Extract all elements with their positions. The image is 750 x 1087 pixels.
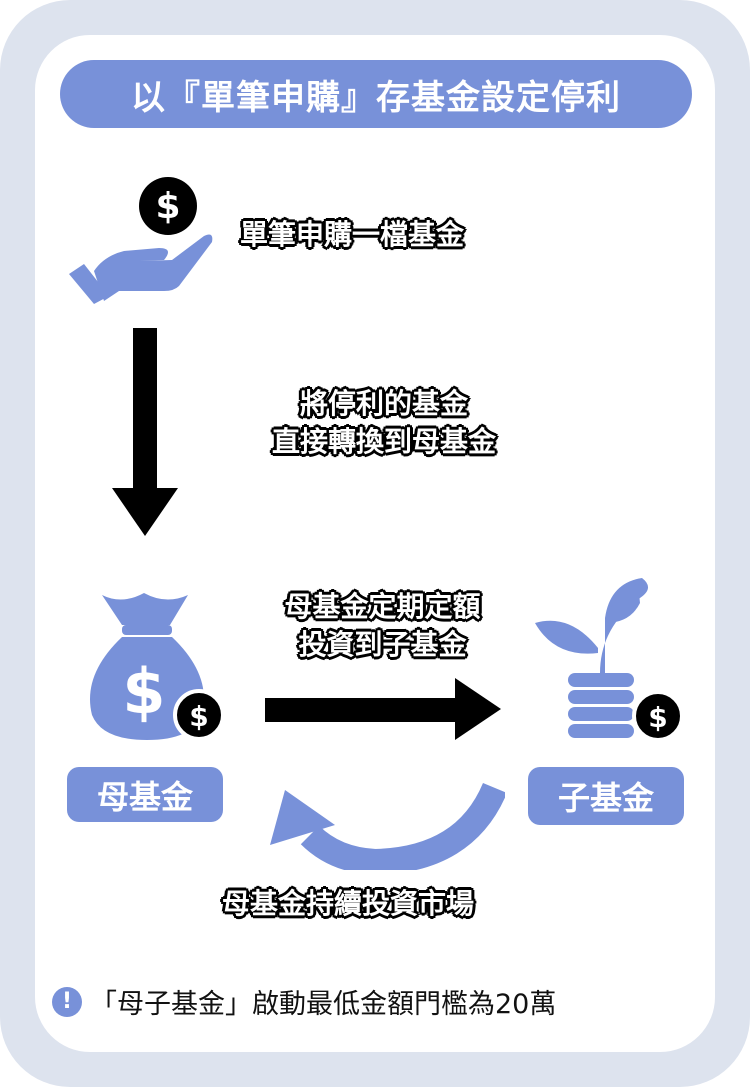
svg-text:$: $ bbox=[648, 701, 667, 734]
parent-fund-label: 母基金 bbox=[67, 767, 223, 822]
step2-text: 將停利的基金 直接轉換到母基金 bbox=[238, 385, 530, 461]
step3-line1: 母基金定期定額 bbox=[284, 590, 481, 623]
child-fund-label: 子基金 bbox=[528, 767, 684, 825]
note-text: 「母子基金」啟動最低金額門檻為20萬 bbox=[90, 989, 557, 1020]
step2-line2: 直接轉換到母基金 bbox=[271, 425, 496, 458]
svg-text:$: $ bbox=[122, 655, 165, 728]
step1-text: 單筆申購一檔基金 bbox=[240, 218, 465, 251]
money-bag-icon: $ $ bbox=[90, 593, 225, 741]
svg-text:$: $ bbox=[155, 186, 180, 227]
loop-text: 母基金持續投資市場 bbox=[222, 887, 475, 920]
exclamation-icon: ! bbox=[52, 986, 82, 1017]
down-arrow bbox=[112, 328, 178, 536]
note: ! 「母子基金」啟動最低金額門檻為20萬 bbox=[52, 982, 556, 1021]
step3-text: 母基金定期定額 投資到子基金 bbox=[250, 588, 515, 664]
plant-coins-icon: $ bbox=[535, 578, 684, 742]
step3-line2: 投資到子基金 bbox=[298, 628, 467, 661]
page-title: 以『單筆申購』存基金設定停利 bbox=[60, 60, 692, 128]
hand-coin-icon: $ bbox=[69, 177, 213, 304]
svg-text:$: $ bbox=[189, 700, 208, 733]
step2-line1: 將停利的基金 bbox=[299, 387, 468, 420]
return-curved-arrow bbox=[270, 782, 505, 870]
right-arrow bbox=[265, 678, 501, 740]
